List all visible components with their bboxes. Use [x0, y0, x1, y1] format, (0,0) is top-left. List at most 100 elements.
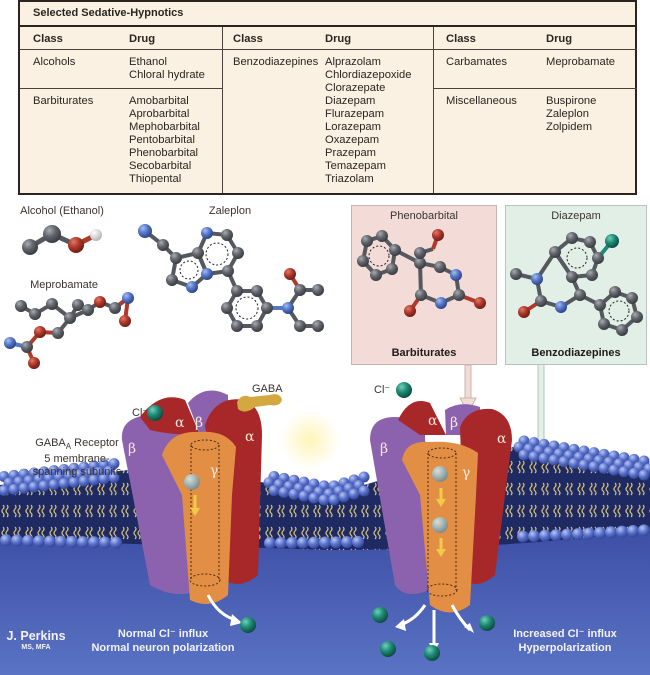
caption-increased-line2: Hyperpolarization: [518, 642, 612, 654]
phospholipid-head: [11, 534, 23, 547]
class-cell: Barbiturates: [33, 95, 94, 107]
phospholipid-head: [528, 451, 540, 463]
drug-name: Diazepam: [325, 95, 376, 107]
drug-name: Flurazepam: [325, 108, 385, 120]
diagram-artwork: α β β α γ α β β α γ: [0, 224, 650, 675]
phospholipid-head: [578, 459, 590, 471]
phospholipid-head: [0, 485, 10, 497]
table-row-barbiturates: Barbiturates Amobarbital Aprobarbital Me…: [20, 89, 222, 193]
phospholipid-head: [44, 535, 56, 548]
drug-cell: Amobarbital Aprobarbital Mephobarbital P…: [129, 95, 200, 186]
phospholipid-head: [77, 536, 89, 549]
phospholipid-head: [358, 471, 370, 483]
table-group-2: Class Drug Benzodiazepines Alprazolam Ch…: [223, 27, 434, 193]
subunit-label-alpha: α: [497, 431, 507, 447]
label-gaba: GABA: [252, 383, 283, 395]
outflow-arrow-icon: [395, 619, 406, 631]
phospholipid-head: [605, 526, 617, 539]
caption-normal-line1: Normal Cl⁻ influx: [117, 628, 209, 640]
phospholipid-head: [328, 494, 340, 506]
chloride-ion: [372, 607, 388, 623]
label-barbiturates: Barbiturates: [391, 347, 457, 359]
drug-name: Chlordiazepoxide: [325, 69, 412, 81]
phospholipid-head: [264, 537, 276, 550]
class-cell: Benzodiazepines: [233, 56, 319, 68]
phospholipid-head: [513, 441, 525, 453]
class-cell: Miscellaneous: [446, 95, 517, 107]
flow-arrow-icon: [436, 499, 446, 507]
drug-name: Buspirone: [546, 95, 597, 107]
gabaa-receptor-normal: [121, 390, 340, 633]
oxygen-atom: [68, 237, 84, 253]
receptor-label-rest: Receptor: [71, 437, 119, 449]
phospholipid-head: [8, 483, 20, 495]
drug-name: Prazepam: [325, 147, 376, 159]
drug-name: Aprobarbital: [129, 108, 190, 120]
phospholipid-head: [55, 535, 67, 548]
class-cell: Alcohols: [33, 56, 76, 68]
artist-degrees: MS, MFA: [21, 644, 51, 651]
phospholipid-head: [278, 486, 290, 498]
label-chloride-right: Cl⁻: [374, 384, 391, 396]
subunit-label-alpha: α: [175, 415, 185, 431]
drug-name: Temazepam: [325, 160, 386, 172]
label-zaleplon: Zaleplon: [208, 205, 252, 217]
table-group-1: Class Drug Alcohols Ethanol Chloral hydr…: [20, 27, 223, 193]
phospholipid-head: [319, 536, 331, 549]
caption-normal-line2: Normal neuron polarization: [91, 642, 235, 654]
drug-name: Zolpidem: [546, 121, 593, 133]
chloride-ion: [147, 405, 163, 421]
label-alcohol-ethanol: Alcohol (Ethanol): [20, 205, 104, 217]
chloride-ion: [380, 641, 396, 657]
artist-credit: J. Perkins MS, MFA: [6, 629, 66, 652]
carbon-atom: [43, 225, 61, 243]
chloride-ion-in-channel: [432, 517, 448, 533]
membrane-lower-heads: [0, 524, 650, 550]
class-cell: Carbamates: [446, 56, 507, 68]
caption-normal: Normal Cl⁻ influx Normal neuron polariza…: [88, 627, 238, 655]
chlorine-atom: [605, 234, 619, 248]
drug-name: Mephobarbital: [129, 121, 200, 133]
label-diazepam: Diazepam: [551, 210, 601, 222]
table-row-miscellaneous: Miscellaneous Buspirone Zaleplon Zolpide…: [434, 89, 637, 193]
drug-name: Lorazepam: [325, 121, 381, 133]
phospholipid-head: [598, 462, 610, 474]
drug-name: Ethanol: [129, 56, 167, 68]
caption-increased: Increased Cl⁻ influx Hyperpolarization: [505, 627, 625, 655]
phospholipid-head: [263, 477, 275, 489]
chloride-ion: [396, 382, 412, 398]
sedative-hypnotics-table: Selected Sedative-Hypnotics Class Drug A…: [18, 0, 637, 195]
phospholipid-head: [0, 534, 12, 547]
gabaa-receptor-diagram: α β β α γ α β β α γ Alcohol (Ethanol) Me…: [0, 195, 650, 675]
phospholipid-head: [297, 536, 309, 549]
phospholipid-head: [330, 536, 342, 549]
drug-name: Amobarbital: [129, 95, 189, 107]
drug-cell: Ethanol Chloral hydrate: [129, 56, 205, 82]
phospholipid-head: [108, 472, 120, 484]
chloride-ion-in-channel: [432, 466, 448, 482]
phospholipid-head: [66, 535, 78, 548]
outflow-arrow-icon: [230, 614, 242, 626]
phospholipid-head: [588, 461, 600, 473]
subunit-label-alpha: α: [428, 413, 438, 429]
phospholipid-head: [88, 474, 100, 486]
phospholipid-head: [518, 449, 530, 461]
subunit-label-alpha: α: [245, 429, 255, 445]
gamma-subunit: [162, 431, 236, 604]
chloride-ion-in-channel: [184, 474, 200, 490]
receptor-label-gaba: GABA: [35, 437, 66, 449]
table-header: Class Drug: [20, 27, 222, 50]
subunit-label-beta: β: [195, 415, 203, 431]
drug-name: Secobarbital: [129, 160, 192, 172]
drug-cell: Buspirone Zaleplon Zolpidem: [546, 95, 596, 134]
caption-increased-line1: Increased Cl⁻ influx: [513, 628, 617, 640]
phospholipid-head: [110, 536, 122, 549]
chloride-ion: [424, 645, 440, 661]
phospholipid-head: [538, 452, 550, 464]
phospholipid-head: [98, 473, 110, 485]
drug-name: Alprazolam: [325, 56, 381, 68]
drug-name: Clorazepate: [325, 82, 386, 94]
phospholipid-head: [341, 536, 353, 549]
label-gabaa-receptor: GABAA Receptor 5 membrane- spanning subu…: [22, 437, 132, 479]
table-row-benzodiazepines: Benzodiazepines Alprazolam Chlordiazepox…: [223, 50, 433, 193]
